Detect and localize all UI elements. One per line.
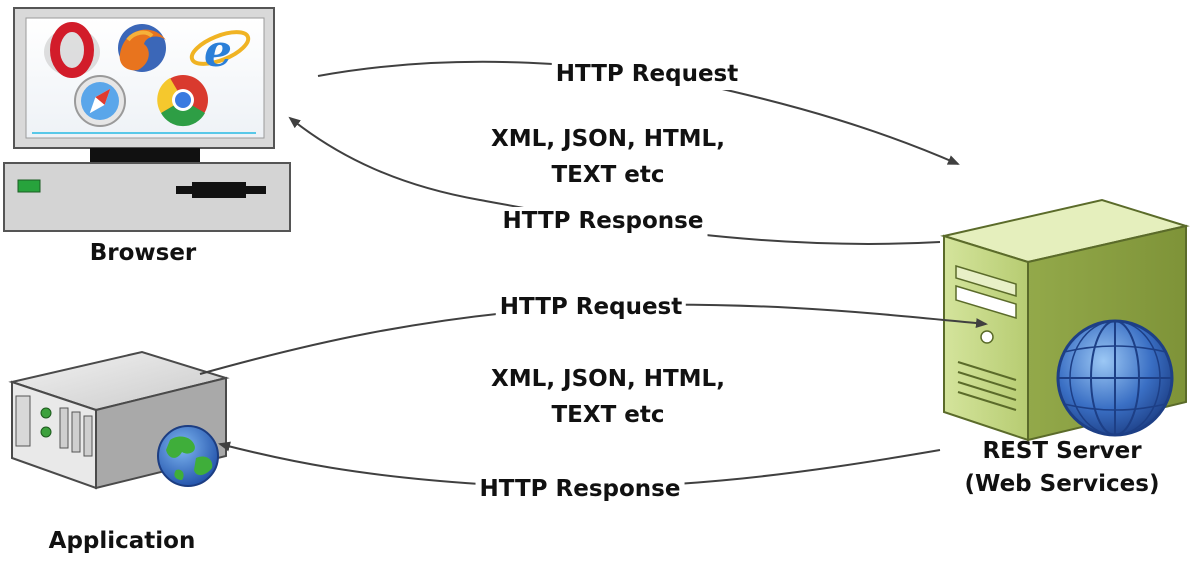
browser-label: Browser — [89, 240, 197, 266]
monitor-stand — [90, 148, 200, 162]
internet-explorer-icon: e — [189, 26, 251, 77]
earth-globe-icon — [157, 425, 219, 487]
safari-icon — [74, 75, 126, 127]
browser-formats-line1: XML, JSON, HTML, — [491, 126, 725, 152]
opera-icon — [44, 22, 100, 78]
browser-response-label: HTTP Response — [498, 207, 708, 237]
server-label-line1: REST Server — [982, 438, 1142, 464]
app-formats-line1: XML, JSON, HTML, — [491, 366, 725, 392]
firefox-icon — [118, 24, 166, 72]
app-request-label: HTTP Request — [495, 293, 687, 323]
server-tower-icon — [940, 198, 1190, 442]
svg-text:e: e — [204, 26, 232, 77]
server-label-line2: (Web Services) — [964, 471, 1160, 497]
web-globe-icon — [1056, 319, 1174, 437]
application-label: Application — [48, 528, 196, 554]
computer-base — [3, 162, 291, 232]
chrome-icon — [157, 75, 208, 127]
browser-computer-icon: e — [3, 7, 291, 232]
app-response-label: HTTP Response — [475, 475, 685, 505]
rack-server-icon — [8, 350, 230, 490]
browser-request-label: HTTP Request — [551, 60, 743, 90]
browser-formats-line2: TEXT etc — [551, 162, 665, 188]
app-formats-line2: TEXT etc — [551, 402, 665, 428]
